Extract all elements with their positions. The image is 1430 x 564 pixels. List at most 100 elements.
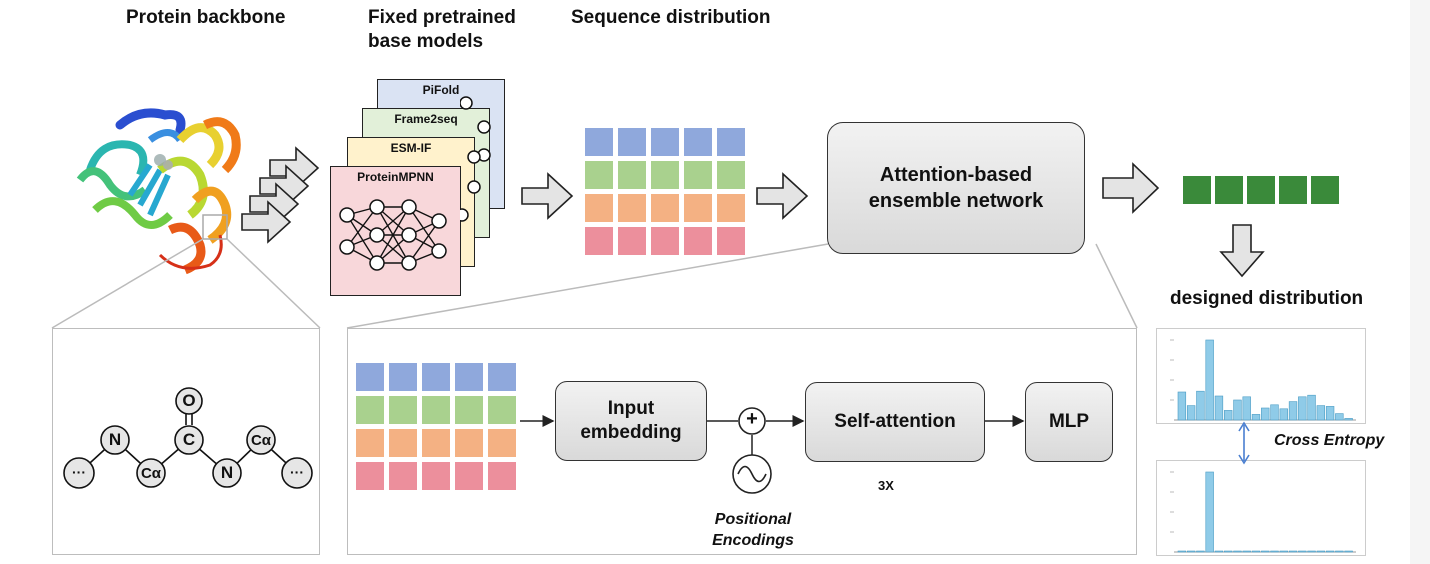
chart-bar <box>1205 471 1214 553</box>
output-residue-block <box>1247 176 1275 204</box>
chart-bar <box>1335 413 1344 421</box>
chart-bar <box>1344 550 1353 553</box>
distribution-cell <box>389 429 417 457</box>
input-embedding-line2: embedding <box>580 422 682 443</box>
neural-network-icon <box>339 199 447 271</box>
model-card-proteinmpnn: ProteinMPNN <box>330 166 461 296</box>
self-attention-box: Self-attention <box>805 382 985 462</box>
mlp-label: MLP <box>1048 411 1090 432</box>
chart-bar <box>1242 550 1251 553</box>
distribution-cell <box>488 462 516 490</box>
atom-ca2: Cα <box>250 432 272 449</box>
chart-bar <box>1251 550 1261 553</box>
ensemble-network-box: Attention-based ensemble network <box>827 122 1085 254</box>
distribution-cell <box>618 227 646 255</box>
distribution-cell <box>356 363 384 391</box>
distribution-cell <box>356 429 384 457</box>
chart-bar <box>1288 401 1298 421</box>
distribution-cell <box>684 194 712 222</box>
chart-bar <box>1307 394 1316 421</box>
distribution-cell <box>651 128 679 156</box>
distribution-cell <box>618 194 646 222</box>
positional-line2: Encodings <box>712 532 794 549</box>
chart-bar <box>1233 399 1242 421</box>
atom-n2: N <box>220 463 234 482</box>
chart-bar <box>1186 550 1196 553</box>
arrow-to-output <box>1102 162 1160 214</box>
detail-flow-arrows <box>520 407 1025 494</box>
distribution-cell <box>684 161 712 189</box>
distribution-cell <box>651 194 679 222</box>
cross-entropy-label: Cross Entropy <box>1274 432 1385 449</box>
backbone-detail-panel: ··· N Cα C O N Cα ··· <box>52 328 320 555</box>
distribution-cell <box>651 227 679 255</box>
distribution-cell <box>422 396 450 424</box>
ensemble-label-line1: Attention-based <box>879 164 1033 186</box>
distribution-cell <box>356 396 384 424</box>
distribution-cell <box>717 128 745 156</box>
distribution-cell <box>717 227 745 255</box>
arrow-down-to-designed <box>1219 224 1265 278</box>
chart-bar <box>1233 550 1242 553</box>
header-fixed-models-line2: base models <box>368 31 484 52</box>
chart-bar <box>1196 550 1205 553</box>
designed-distribution-label: designed distribution <box>1170 288 1364 309</box>
distribution-cell <box>684 227 712 255</box>
page-right-edge <box>1410 0 1430 564</box>
zoom-selection-box <box>202 214 228 240</box>
chart-bar <box>1298 396 1307 421</box>
distribution-cell <box>422 462 450 490</box>
target-distribution-chart <box>1156 460 1366 556</box>
atom-c: C <box>182 430 196 449</box>
distribution-cell <box>684 128 712 156</box>
mlp-box: MLP <box>1025 382 1113 462</box>
distribution-cell <box>356 462 384 490</box>
model-label-pifold: PiFold <box>422 83 460 97</box>
chart-bar <box>1325 406 1335 421</box>
atom-dots-right: ··· <box>290 464 304 480</box>
ensemble-detail-panel: + Input embedding Self-attention MLP 3X … <box>347 328 1137 555</box>
chart-bar <box>1270 404 1279 421</box>
chart-bar <box>1214 550 1224 553</box>
repeat-count-label: 3X <box>878 478 894 493</box>
chart-bar <box>1177 550 1187 553</box>
distribution-cell <box>618 128 646 156</box>
chart-bar <box>1261 550 1270 553</box>
input-embedding-box: Input embedding <box>555 381 707 461</box>
distribution-cell <box>585 161 613 189</box>
distribution-cell <box>389 462 417 490</box>
add-operator-icon: + <box>746 408 758 430</box>
chart-bar <box>1344 418 1353 421</box>
distribution-cell <box>455 396 483 424</box>
multi-arrow-to-models <box>241 146 320 244</box>
backbone-chemistry-diagram <box>63 387 313 489</box>
chart-bar <box>1335 550 1344 553</box>
output-residue-block <box>1215 176 1243 204</box>
distribution-cell <box>455 429 483 457</box>
distribution-cell <box>488 363 516 391</box>
chart-bar <box>1242 396 1251 421</box>
atom-n1: N <box>108 430 122 449</box>
chart-bar <box>1261 407 1270 421</box>
distribution-cell <box>717 161 745 189</box>
protein-structure-image <box>76 108 241 275</box>
chart-bar <box>1224 550 1233 553</box>
distribution-cell <box>651 161 679 189</box>
model-label-proteinmpnn: ProteinMPNN <box>357 170 434 184</box>
model-label-frame2seq: Frame2seq <box>394 112 458 126</box>
chart-bar <box>1186 405 1196 421</box>
cross-entropy-arrow <box>1238 421 1250 465</box>
arrow-to-seq-dist <box>521 172 574 220</box>
chart-bar <box>1279 408 1288 421</box>
distribution-cell <box>618 161 646 189</box>
self-attention-label: Self-attention <box>834 411 956 432</box>
chart-bar <box>1205 339 1214 421</box>
atom-ca1: Cα <box>140 465 162 482</box>
distribution-cell <box>488 396 516 424</box>
distribution-cell <box>585 128 613 156</box>
distribution-cell <box>455 462 483 490</box>
input-embedding-line1: Input <box>607 398 655 419</box>
chart-bar <box>1325 550 1335 553</box>
atom-dots-left: ··· <box>72 464 86 480</box>
